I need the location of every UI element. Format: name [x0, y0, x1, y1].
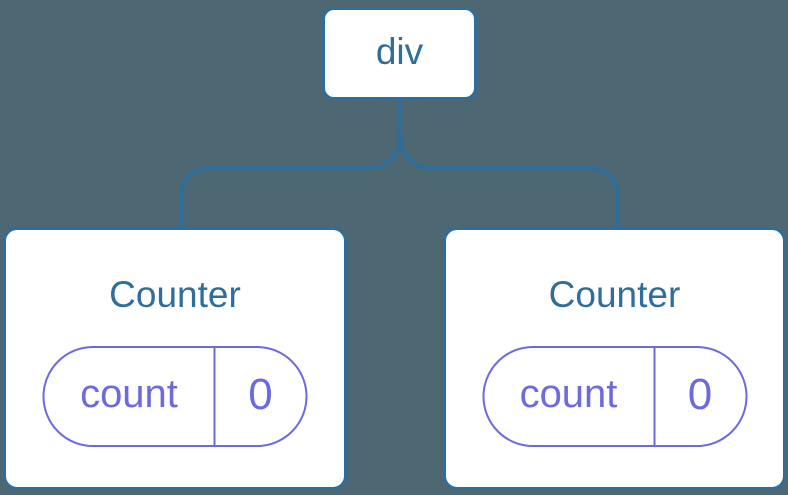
state-value: 0: [687, 369, 713, 419]
state-pill: count 0: [482, 346, 747, 447]
component-title: Counter: [548, 274, 681, 315]
state-key-label: count: [45, 348, 216, 445]
state-key-label: count: [484, 348, 655, 445]
component-title: Counter: [109, 274, 241, 315]
connector-branch-left: [179, 99, 402, 229]
tree-node-root: div: [322, 7, 477, 100]
root-node-label: div: [375, 31, 424, 72]
connector-branch-right: [398, 99, 620, 229]
state-pill: count 0: [42, 346, 308, 447]
tree-node-counter-left: Counter count 0: [3, 227, 347, 490]
tree-node-counter-right: Counter count 0: [443, 227, 786, 490]
state-value: 0: [248, 369, 273, 419]
